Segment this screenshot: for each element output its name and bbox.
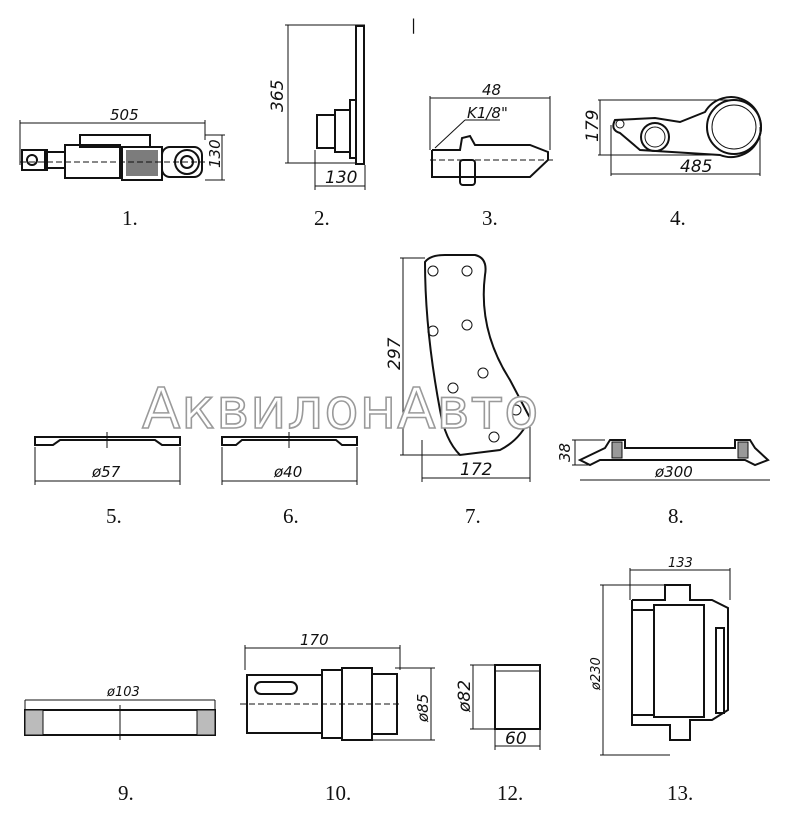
part-3-fitting: 48 K1/8"	[429, 81, 555, 186]
part-label-13: 13.	[667, 781, 693, 805]
dim-d82: ø82	[455, 680, 475, 713]
part-label-3: 3.	[482, 206, 498, 230]
dim-d230: ø230	[589, 657, 604, 691]
part-5-washer: ø57	[34, 432, 181, 485]
dim-485: 485	[680, 157, 712, 177]
dim-38: 38	[556, 443, 574, 462]
dim-d40: ø40	[273, 463, 302, 481]
dim-133: 133	[668, 556, 693, 571]
part-12-bushing: ø82 60	[455, 664, 541, 750]
part-label-7: 7.	[465, 504, 481, 528]
dim-505: 505	[110, 106, 139, 124]
part-1-cylinder: 505 130	[19, 106, 225, 181]
dim-d103: ø103	[106, 685, 140, 700]
dim-d300: ø300	[654, 463, 693, 481]
part-4-lever: 179 485	[583, 96, 762, 177]
thread-k1-8: K1/8"	[467, 104, 508, 122]
dim-130: 130	[206, 139, 224, 168]
part-9-seal-ring: ø103	[24, 685, 216, 740]
part-7-bracket: 297 172	[385, 254, 532, 482]
dim-365: 365	[268, 80, 288, 112]
dim-d57: ø57	[91, 463, 121, 481]
part-label-9: 9.	[118, 781, 134, 805]
part-6-washer: ø40	[221, 432, 358, 485]
dim-60: 60	[505, 729, 527, 749]
part-label-5: 5.	[106, 504, 122, 528]
part-label-12: 12.	[497, 781, 523, 805]
part-label-4: 4.	[670, 206, 686, 230]
dim-48: 48	[482, 81, 501, 99]
part-label-8: 8.	[668, 504, 684, 528]
dim-170: 170	[300, 631, 329, 649]
part-label-2: 2.	[314, 206, 330, 230]
top-mark: |	[411, 16, 416, 34]
dim-179: 179	[583, 110, 603, 142]
watermark: АквилонАвто	[142, 377, 539, 442]
dim-130: 130	[325, 168, 357, 188]
part-label-10: 10.	[325, 781, 351, 805]
part-label-6: 6.	[283, 504, 299, 528]
part-13-housing: 133 ø230	[589, 556, 731, 756]
dim-297: 297	[385, 337, 405, 370]
part-10-shaft: 170 ø85	[240, 631, 435, 741]
part-8-ring: 38 ø300	[556, 439, 770, 481]
dim-d85: ø85	[414, 694, 432, 723]
part-2-cover: 365 130	[268, 24, 366, 190]
dim-172: 172	[460, 460, 492, 480]
part-label-1: 1.	[122, 206, 138, 230]
